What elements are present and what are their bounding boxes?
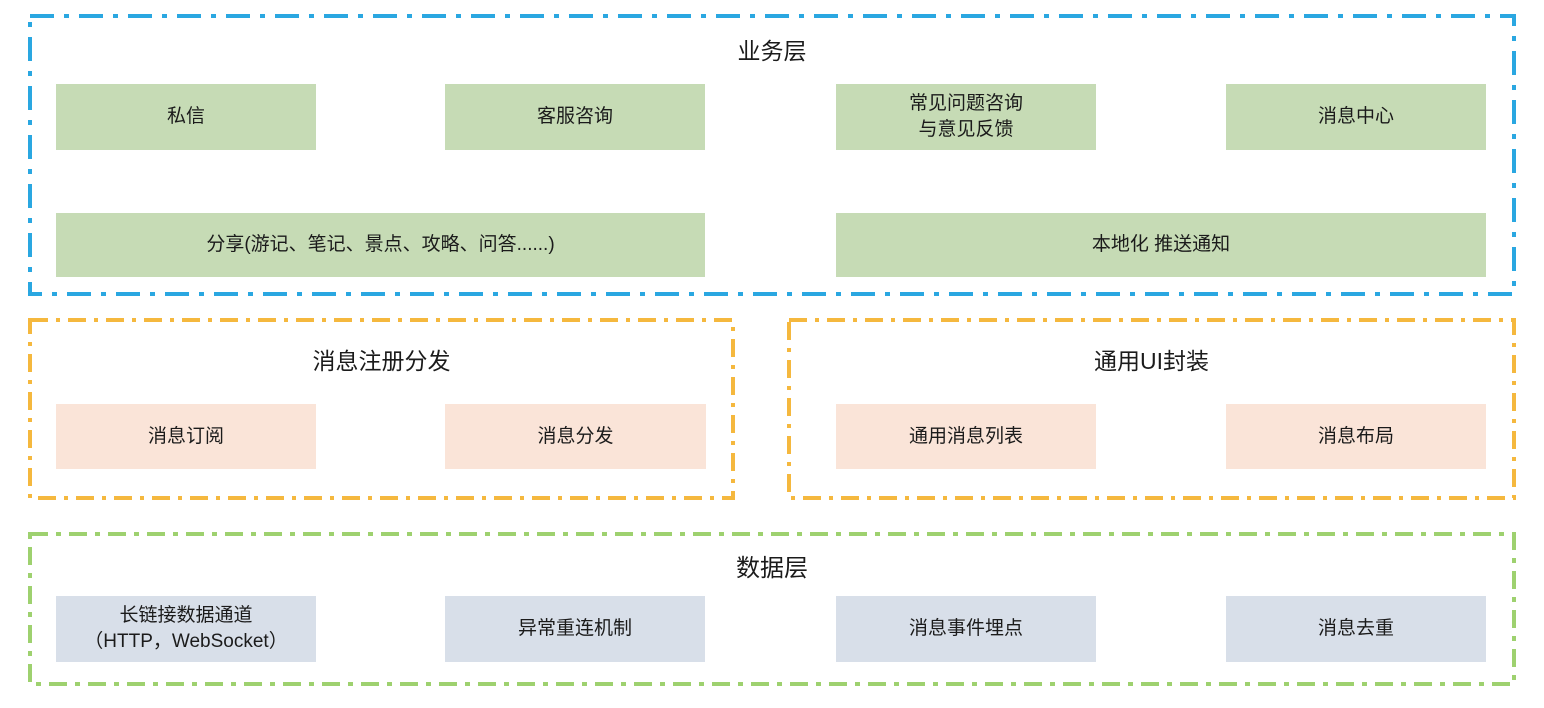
box-customer-service: 客服咨询 [445, 84, 705, 150]
data-layer-title: 数据层 [736, 555, 808, 582]
box-message-subscribe-label: 消息订阅 [147, 425, 224, 447]
box-common-message-list: 通用消息列表 [836, 404, 1096, 469]
box-message-center: 消息中心 [1226, 84, 1486, 150]
message-dispatch-panel: 消息注册分发 消息订阅 消息分发 [28, 318, 735, 500]
ui-wrapper-border [787, 318, 1516, 500]
ui-wrapper-title: 通用UI封装 [1094, 348, 1209, 374]
box-message-dispatch: 消息分发 [445, 404, 706, 469]
box-localized-push: 本地化 推送通知 [836, 213, 1486, 277]
box-private-message: 私信 [56, 84, 316, 150]
box-long-connection-channel: 长链接数据通道 （HTTP，WebSocket） [56, 596, 316, 662]
box-reconnect-mechanism: 异常重连机制 [445, 596, 705, 662]
box-faq-feedback-label: 常见问题咨询 与意见反馈 [908, 93, 1023, 140]
box-share: 分享(游记、笔记、景点、攻略、问答......) [56, 213, 705, 277]
ui-wrapper-panel: 通用UI封装 通用消息列表 消息布局 [787, 318, 1516, 500]
box-message-event-tracking-label: 消息事件埋点 [908, 618, 1023, 639]
box-reconnect-mechanism-label: 异常重连机制 [517, 618, 632, 639]
business-layer-title: 业务层 [737, 38, 807, 64]
box-message-subscribe: 消息订阅 [56, 404, 316, 469]
box-message-center-label: 消息中心 [1317, 106, 1394, 127]
data-layer-border [28, 532, 1516, 686]
box-message-dispatch-label: 消息分发 [537, 425, 614, 447]
message-dispatch-title: 消息注册分发 [312, 348, 451, 374]
box-message-layout: 消息布局 [1226, 404, 1486, 469]
box-share-label: 分享(游记、笔记、景点、攻略、问答......) [206, 234, 555, 255]
box-message-layout-label: 消息布局 [1317, 425, 1394, 447]
business-layer-panel: 业务层 私信 客服咨询 常见问题咨询 与意见反馈 消息中心 分享(游记、笔记、景… [28, 14, 1516, 296]
box-common-message-list-label: 通用消息列表 [908, 425, 1023, 447]
box-customer-service-label: 客服咨询 [536, 106, 613, 127]
data-layer-panel: 数据层 长链接数据通道 （HTTP，WebSocket） 异常重连机制 消息事件… [28, 532, 1516, 686]
box-faq-feedback: 常见问题咨询 与意见反馈 [836, 84, 1096, 150]
box-long-connection-channel-label: 长链接数据通道 （HTTP，WebSocket） [84, 605, 288, 652]
box-private-message-label: 私信 [166, 106, 205, 127]
message-dispatch-border [28, 318, 735, 500]
box-message-dedup: 消息去重 [1226, 596, 1486, 662]
box-message-dedup-label: 消息去重 [1317, 618, 1394, 639]
business-layer-border [28, 14, 1516, 296]
box-localized-push-label: 本地化 推送通知 [1091, 234, 1231, 255]
box-message-event-tracking: 消息事件埋点 [836, 596, 1096, 662]
